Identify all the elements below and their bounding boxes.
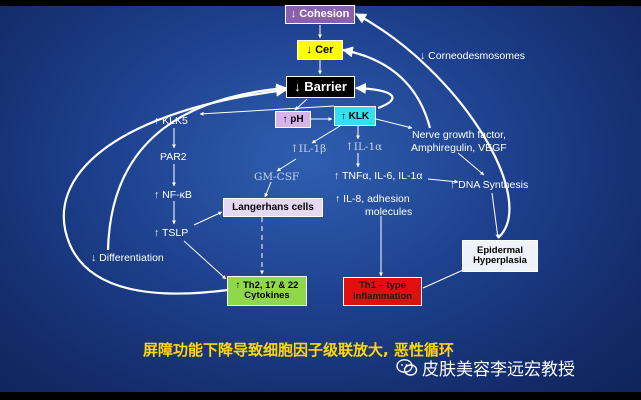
letterbox-top [0,0,641,6]
il1b-label: ↑IL-1β [290,143,327,155]
loop-differentiation-to-barrier [106,83,288,251]
th-cytokines-box: ↑ Th2, 17 & 22 Cytokines [227,276,307,306]
loop-klk-to-barrier [354,82,394,110]
arrow-tslp-langerhans [193,211,223,226]
langerhans-label: Langerhans cells [232,202,314,213]
differentiation-label: ↓ Differentiation [91,252,164,264]
loop-ngf-to-cer [341,46,432,129]
ngf-label-2: Amphiregulin, VEGF [411,142,507,154]
epidermal-label-2: Hyperplasia [473,255,527,266]
cer-label: ↓ Cer [306,43,334,56]
epidermal-hyperplasia-box: Epidermal Hyperplasia [462,240,538,272]
arrow-klk-ngf [375,118,413,130]
ph-label: ↑ pH [282,114,304,125]
klk-box: ↑ KLK [334,106,376,126]
dna-synthesis-label: ↑ DNA Synthesis [450,179,529,191]
barrier-box: ↓ Barrier [286,76,355,98]
arrow-klk-il1b [311,125,341,144]
arrow-il1b-gmcsf [276,158,297,172]
gmcsf-label: GM-CSF [254,171,300,183]
letterbox-bottom [0,392,641,400]
par2-label: PAR2 [160,151,187,163]
klk-label: ↑ KLK [340,110,370,122]
cohesion-box: ↓ Cohesion [285,5,355,24]
corneodesmosomes-label: ↓ Corneodesmosomes [420,50,526,62]
th-cytokines-label-1: ↑ Th2, 17 & 22 [235,279,299,291]
ph-box: ↑ pH [275,111,311,128]
arrow-dna-epidermal [491,192,500,239]
wechat-icon [396,358,418,376]
loop-th-to-barrier-left [62,85,288,295]
epidermal-label-1: Epidermal [477,244,523,256]
th1-label-1: Th1 – type [359,280,406,292]
th-cytokines-label-2: Cytokines [244,290,290,301]
nfkb-label: ↑ NF-κB [154,189,192,201]
il8-label-1: ↑ IL-8, adhesion [335,193,410,205]
tslp-label: ↑ TSLP [154,227,189,239]
watermark-text: 皮肤美容李远宏教授 [422,360,575,380]
arrow-klk-klk5 [199,105,335,116]
arrow-tslp-th-cytokines [183,240,227,280]
watermark: 皮肤美容李远宏教授 [396,355,575,380]
arrow-tnf-dna [427,178,459,184]
arrow-gmcsf-langerhans [264,181,272,198]
klk5-label: ↑ KLK5 [154,115,188,127]
il8-label-2: molecules [365,206,413,218]
cohesion-label: ↓ Cohesion [290,8,350,21]
loop-epidermal-to-cohesion [355,13,511,239]
il1a-label: ↑IL-1α [345,141,383,153]
langerhans-box: Langerhans cells [223,198,323,217]
th1-label-2: inflammation [352,290,413,302]
th1-inflammation-box: Th1 – type inflammation [343,277,422,306]
arrow-ngf-dna [457,152,485,176]
tnf-label: ↑ TNFα, IL-6, IL-1α [334,170,423,182]
caption: 屏障功能下降导致细胞因子级联放大, 恶性循环 [143,341,454,359]
ngf-label-1: Nerve growth factor, [412,129,506,141]
barrier-label: ↓ Barrier [294,78,347,94]
cer-box: ↓ Cer [297,40,343,60]
